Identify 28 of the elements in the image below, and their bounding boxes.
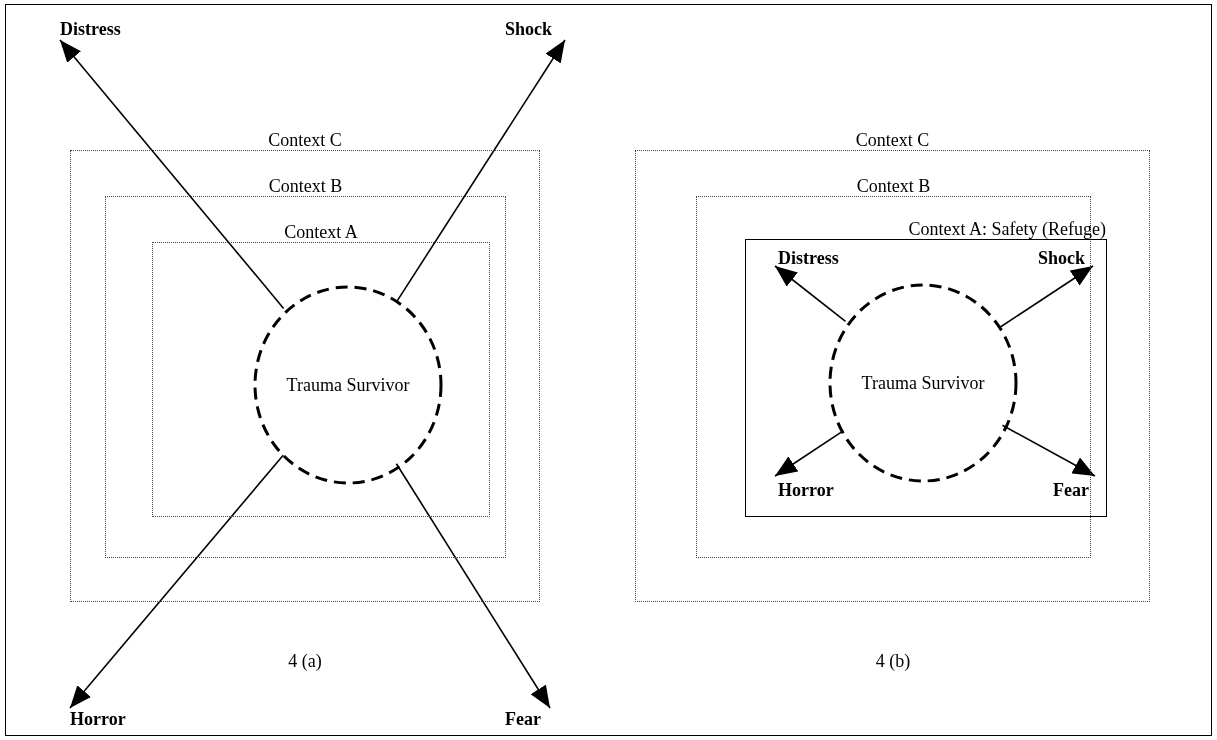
survivor-label: Trauma Survivor — [861, 372, 985, 394]
emotion-label: Fear — [505, 708, 550, 730]
survivor-label: Trauma Survivor — [286, 374, 410, 396]
dashed-ellipse — [253, 285, 443, 485]
context-label: Context B — [268, 175, 343, 197]
arrow — [59, 39, 285, 310]
arrow — [774, 431, 843, 477]
arrow — [395, 462, 551, 709]
arrow — [774, 265, 847, 323]
arrow — [396, 39, 566, 302]
emotion-label: Shock — [1038, 247, 1096, 269]
figure-label: 4 (b) — [875, 650, 911, 672]
arrow — [1001, 424, 1096, 477]
context-label: Context B — [856, 175, 931, 197]
emotion-label: Distress — [778, 247, 858, 269]
emotion-label: Distress — [60, 18, 145, 40]
context-label: Context C — [268, 129, 342, 151]
context-label: Context A — [284, 221, 358, 243]
emotion-label: Shock — [505, 18, 565, 40]
arrow — [998, 265, 1094, 329]
emotion-label: Horror — [778, 479, 846, 501]
emotion-label: Fear — [1053, 479, 1098, 501]
emotion-label: Horror — [70, 708, 140, 730]
context-label: Context C — [855, 129, 930, 151]
arrow — [69, 454, 284, 709]
figure-label: 4 (a) — [288, 650, 322, 672]
dashed-ellipse — [828, 283, 1018, 483]
context-label: Context A: Safety (Refuge) — [908, 218, 1106, 240]
